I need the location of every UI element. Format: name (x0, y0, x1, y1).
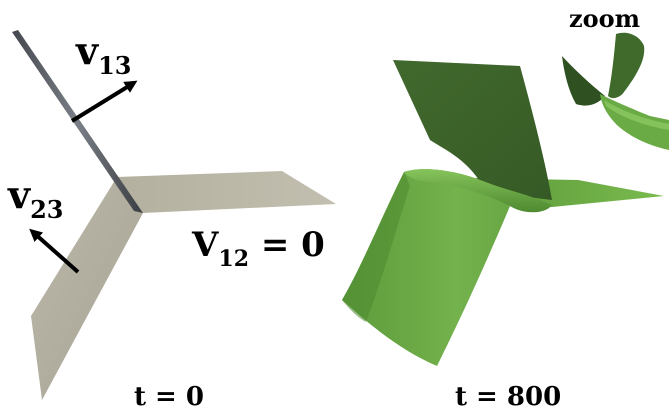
zoom-left-sheet (562, 56, 605, 106)
front-sheet-roll (404, 169, 552, 213)
panel-t800: zoom t = 800 (342, 4, 669, 412)
label-v23: v23 (7, 172, 64, 224)
label-v12: V12 = 0 (191, 225, 325, 272)
zoom-inset: zoom (562, 4, 669, 150)
arrow-v23 (29, 228, 80, 274)
back-sheet (393, 60, 552, 200)
caption-t0: t = 0 (134, 382, 204, 412)
front-sheet-shade (342, 172, 410, 322)
sheet-12 (117, 171, 336, 213)
caption-t800: t = 800 (455, 382, 561, 412)
sheet-23 (31, 177, 143, 400)
zoom-dark-sheet (608, 32, 645, 99)
sheet-13 (12, 30, 143, 213)
arrow-v13 (70, 80, 138, 123)
zoom-ribbon-hl (604, 100, 669, 130)
label-v13: v13 (75, 28, 132, 80)
zoom-label: zoom (569, 4, 640, 33)
panel-t0: v13 v23 V12 = 0 t = 0 (7, 28, 336, 412)
